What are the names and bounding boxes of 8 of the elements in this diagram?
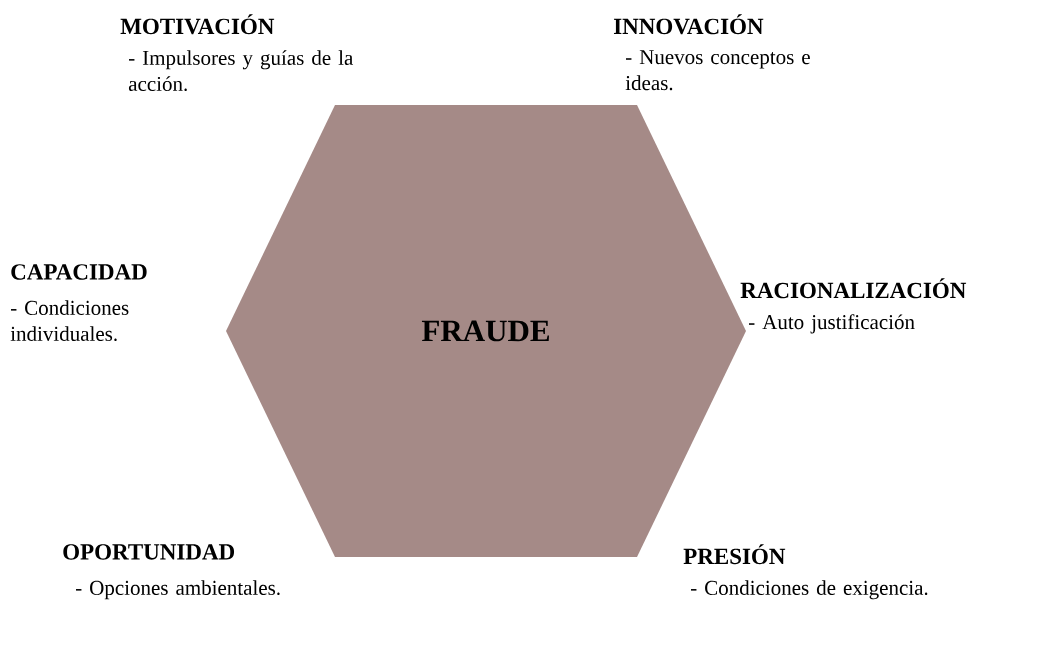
- heading: INNOVACIÓN: [614, 14, 764, 35]
- description: - Nuevos conceptos e ideas.: [625, 50, 810, 91]
- description: - Opciones ambientales.: [76, 580, 280, 600]
- heading: CAPACIDAD: [11, 264, 147, 280]
- description: - Condiciones de exigencia.: [691, 580, 928, 600]
- heading: MOTIVACIÓN: [120, 14, 275, 35]
- description: - Condiciones individuales.: [10, 300, 129, 342]
- description: - Impulsores y guías de la acción.: [128, 50, 354, 92]
